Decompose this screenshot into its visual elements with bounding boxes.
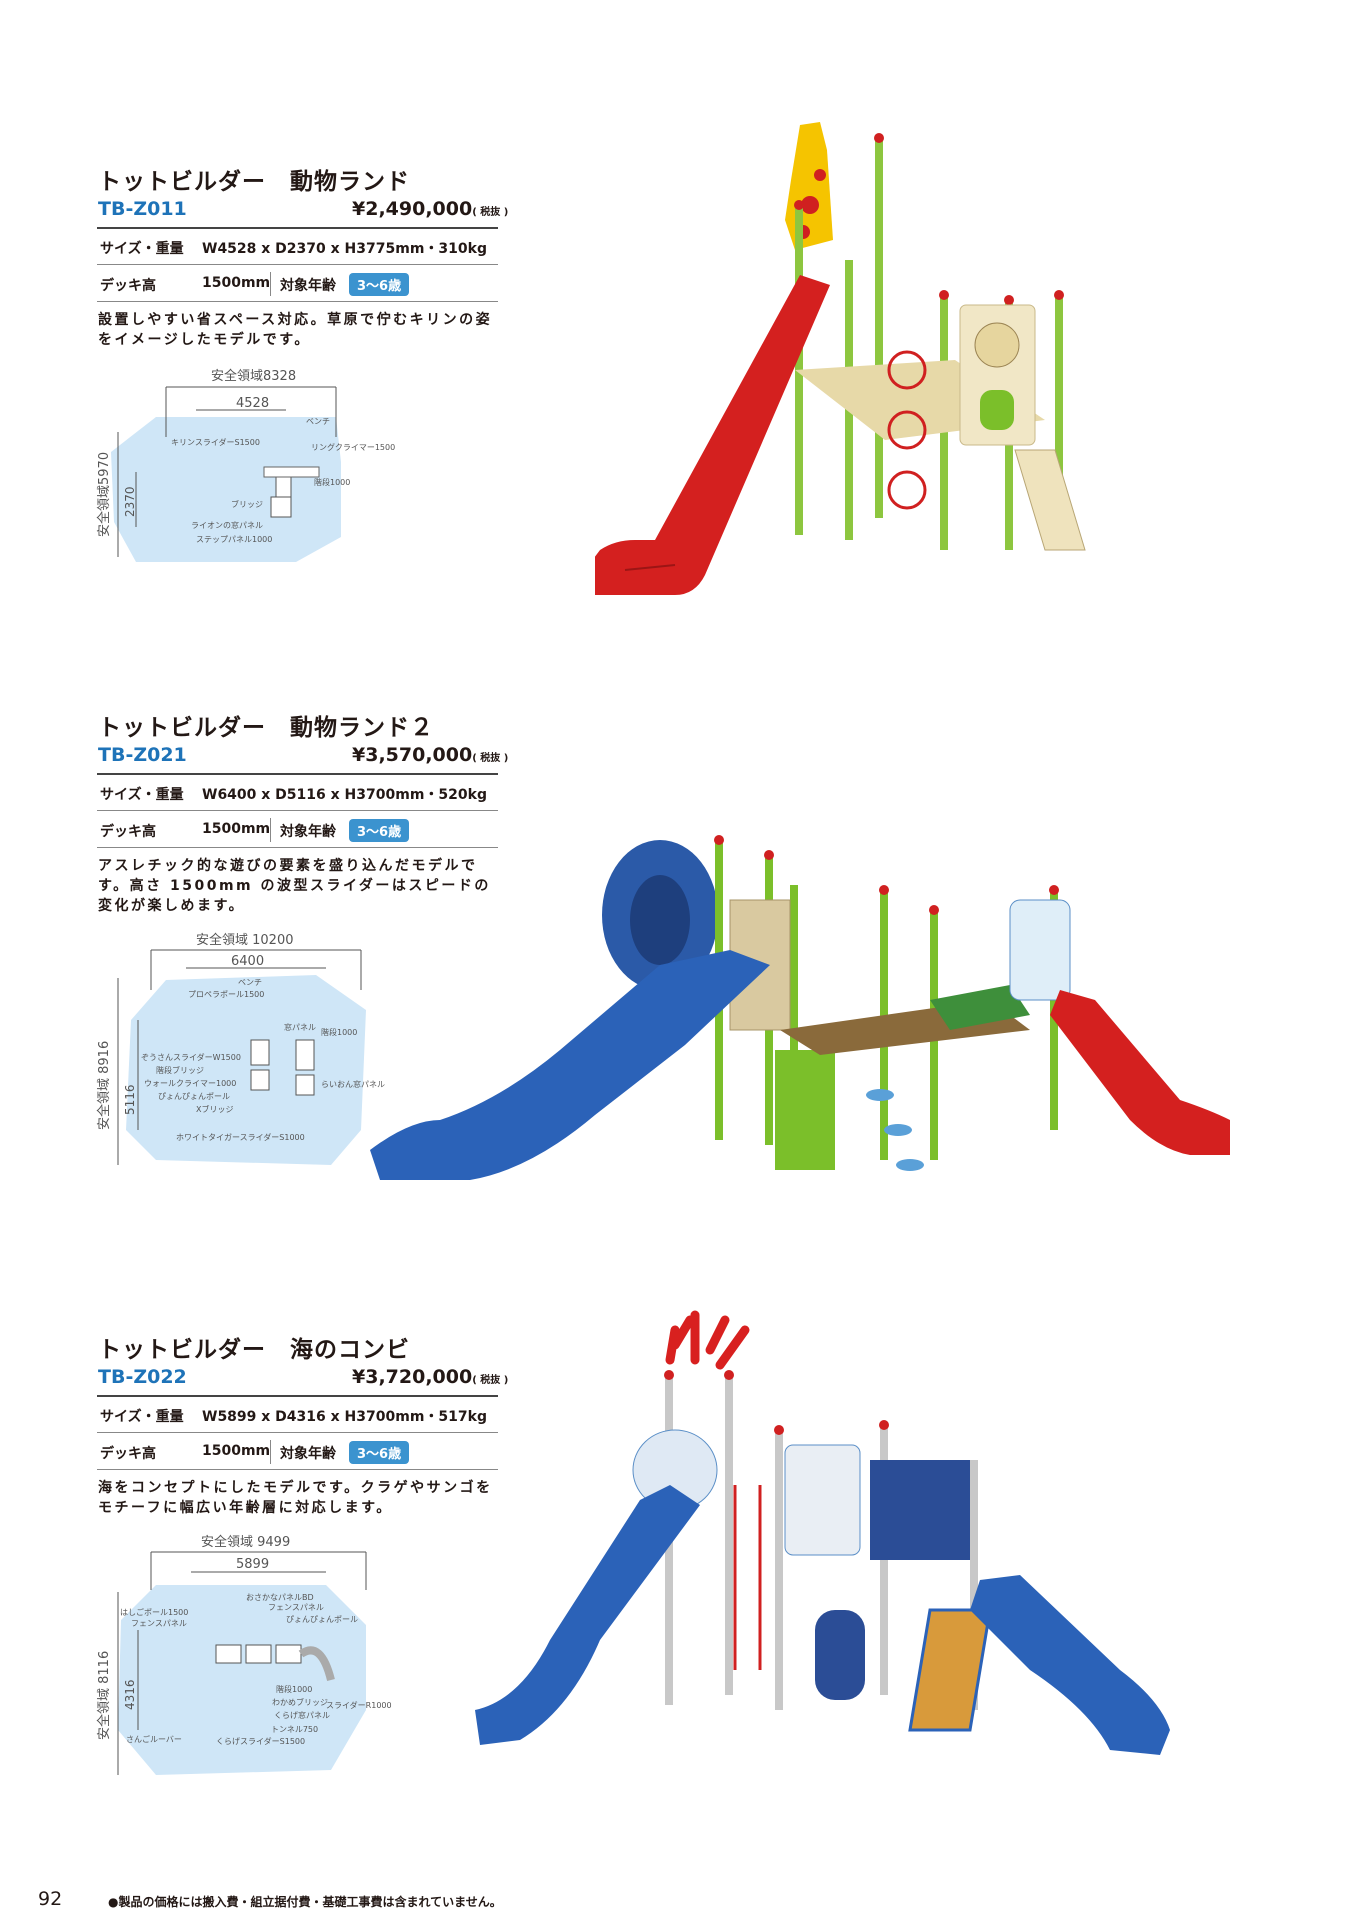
product-photo	[475, 1310, 1170, 1755]
svg-text:はしごポール1500: はしごポール1500	[120, 1607, 188, 1617]
divider	[270, 1440, 271, 1464]
safety-width-label: 安全領域8328	[211, 368, 296, 384]
depth-label: 2370	[123, 486, 137, 517]
age-label: 対象年齢	[280, 1446, 336, 1462]
svg-text:窓パネル: 窓パネル	[284, 1022, 316, 1032]
svg-text:おさかなパネルBD: おさかなパネルBD	[246, 1593, 314, 1602]
divider	[97, 810, 498, 811]
layout-diagram: 安全領域 10200 6400 安全領域 8916 5116 ベンチ プロペラポ…	[96, 932, 385, 1165]
product-description: 海をコンセプトにしたモデルです。クラゲやサンゴをモチーフに幅広い年齢層に対応しま…	[98, 1480, 493, 1516]
svg-text:らいおん窓パネル: らいおん窓パネル	[321, 1079, 385, 1089]
svg-text:ステップパネル1000: ステップパネル1000	[196, 535, 272, 544]
svg-text:くらげ窓パネル: くらげ窓パネル	[274, 1710, 330, 1720]
safety-depth-label: 安全領域5970	[96, 452, 112, 537]
svg-text:ブリッジ: ブリッジ	[231, 499, 263, 509]
divider	[97, 1432, 498, 1433]
safety-area	[126, 975, 366, 1165]
product-photo	[595, 122, 1086, 595]
footer-note: ●製品の価格には搬入費・組立据付費・基礎工事費は含まれていません。	[108, 1895, 502, 1909]
svg-text:プロペラポール1500: プロペラポール1500	[188, 990, 264, 999]
svg-text:階段1000: 階段1000	[321, 1027, 357, 1037]
product-description: アスレチック的な遊びの要素を盛り込んだモデルです。高さ 1500mm の波型スラ…	[98, 858, 491, 914]
product-price: ¥2,490,000( 税抜 )	[352, 198, 509, 220]
divider	[97, 773, 498, 775]
svg-text:階段1000: 階段1000	[314, 477, 350, 487]
layout-diagram: 安全領域8328 4528 安全領域5970 2370 ベンチ キリンスライダー…	[96, 368, 395, 562]
product-photo	[370, 835, 1230, 1180]
width-label: 6400	[231, 954, 264, 969]
age-label: 対象年齢	[280, 824, 336, 840]
svg-text:ライオンの窓パネル: ライオンの窓パネル	[191, 520, 263, 530]
svg-text:トンネル750: トンネル750	[271, 1725, 318, 1734]
divider	[97, 227, 498, 229]
divider	[97, 1395, 498, 1397]
product-price: ¥3,570,000( 税抜 )	[352, 744, 509, 766]
product-title: トットビルダー 海のコンビ	[98, 1337, 410, 1363]
safety-depth-label: 安全領域 8916	[96, 1041, 112, 1130]
width-label: 4528	[236, 396, 269, 411]
product-title: トットビルダー 動物ランド２	[98, 715, 434, 741]
svg-text:フェンスパネル: フェンスパネル	[268, 1603, 324, 1612]
divider	[97, 301, 498, 302]
depth-label: 5116	[123, 1084, 137, 1115]
product-title: トットビルダー 動物ランド	[98, 169, 410, 195]
safety-width-label: 安全領域 10200	[196, 932, 294, 948]
product-code: TB-Z021	[98, 744, 187, 766]
divider	[97, 264, 498, 265]
divider	[270, 272, 271, 296]
safety-width-label: 安全領域 9499	[201, 1534, 290, 1550]
safety-area	[111, 417, 341, 562]
product-code: TB-Z011	[98, 198, 187, 220]
svg-text:くらげスライダーS1500: くらげスライダーS1500	[216, 1736, 305, 1746]
svg-text:フェンスパネル: フェンスパネル	[131, 1619, 187, 1628]
divider	[270, 818, 271, 842]
age-badge: 3〜6歳	[349, 1441, 410, 1464]
age-label: 対象年齢	[280, 278, 336, 294]
product-description: 設置しやすい省スペース対応。草原で佇むキリンの姿をイメージしたモデルです。	[98, 312, 493, 348]
svg-text:ベンチ: ベンチ	[238, 978, 262, 987]
svg-text:さんごルーバー: さんごルーバー	[126, 1734, 182, 1744]
coral-topper	[665, 1310, 750, 1370]
svg-text:ウォールクライマー1000: ウォールクライマー1000	[144, 1079, 236, 1088]
svg-text:階段ブリッジ: 階段ブリッジ	[156, 1065, 204, 1075]
svg-text:Xブリッジ: Xブリッジ	[196, 1104, 233, 1114]
svg-text:ぴょんぴょんポール: ぴょんぴょんポール	[158, 1092, 230, 1101]
safety-depth-label: 安全領域 8116	[96, 1651, 112, 1740]
layout-diagram: 安全領域 9499 5899 安全領域 8116 4316 おさかなパネルBD …	[96, 1534, 392, 1775]
svg-text:わかめブリッジ: わかめブリッジ	[272, 1697, 328, 1707]
svg-text:ぴょんぴょんポール: ぴょんぴょんポール	[286, 1615, 358, 1624]
age-badge: 3〜6歳	[349, 273, 410, 296]
product-price: ¥3,720,000( 税抜 )	[352, 1366, 509, 1388]
width-label: 5899	[236, 1557, 269, 1572]
svg-text:スライダーR1000: スライダーR1000	[326, 1700, 392, 1710]
safety-area	[118, 1585, 366, 1775]
svg-text:リングクライマー1500: リングクライマー1500	[311, 442, 395, 452]
divider	[97, 847, 498, 848]
product-code: TB-Z022	[98, 1366, 187, 1388]
svg-text:ホワイトタイガースライダーS1000: ホワイトタイガースライダーS1000	[176, 1132, 305, 1142]
page-number: 92	[38, 1888, 63, 1910]
svg-text:ぞうさんスライダーW1500: ぞうさんスライダーW1500	[141, 1052, 241, 1062]
svg-text:階段1000: 階段1000	[276, 1684, 312, 1694]
svg-text:キリンスライダーS1500: キリンスライダーS1500	[171, 437, 260, 447]
divider	[97, 1469, 498, 1470]
svg-text:ベンチ: ベンチ	[306, 417, 330, 426]
age-badge: 3〜6歳	[349, 819, 410, 842]
depth-label: 4316	[123, 1679, 137, 1710]
